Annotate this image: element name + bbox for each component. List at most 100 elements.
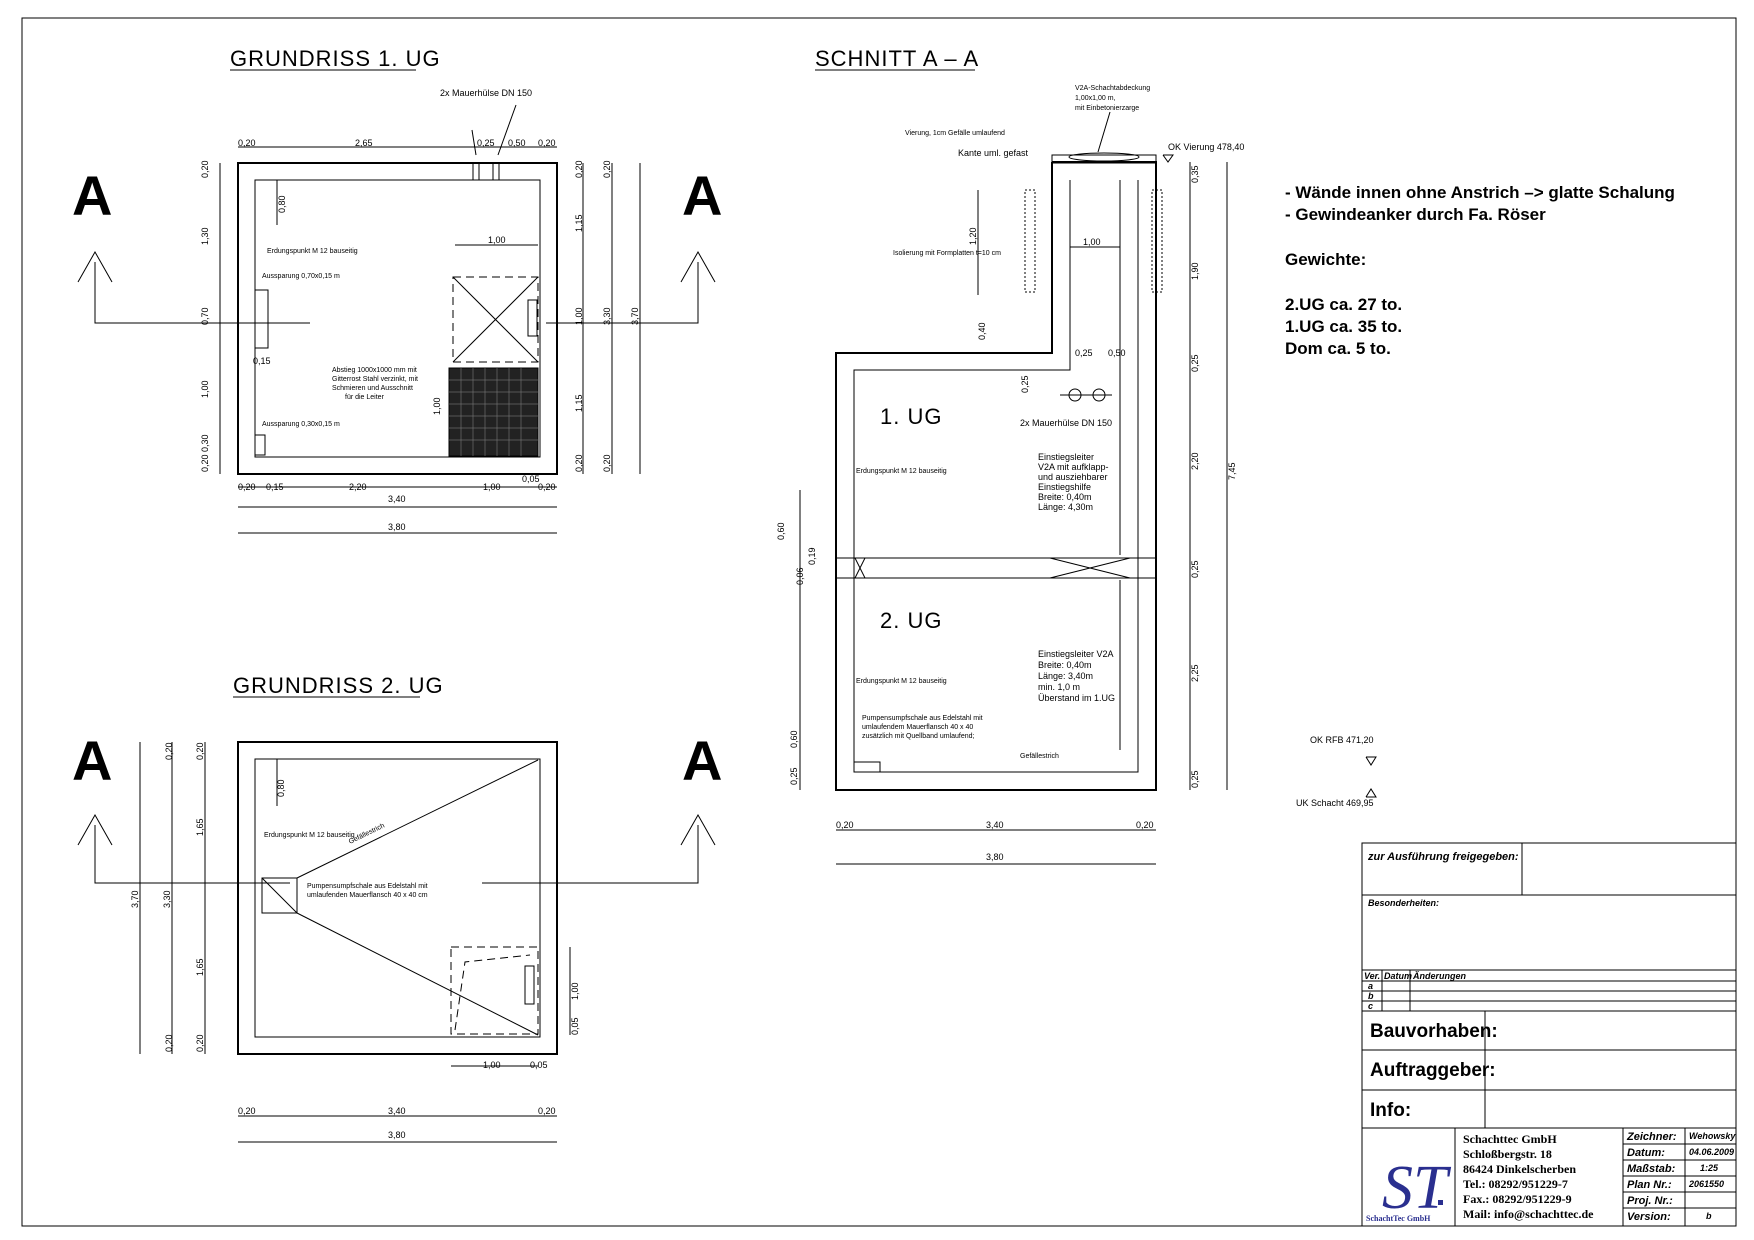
dim: 0,50 (508, 138, 526, 148)
note-line: 1.UG ca. 35 to. (1285, 317, 1402, 336)
note-line: Dom ca. 5 to. (1285, 339, 1391, 358)
einstieg2-text: min. 1,0 m (1038, 682, 1080, 692)
einstieg1-text: Breite: 0,40m (1038, 492, 1092, 502)
g2-pumpensumpf (261, 877, 298, 914)
dim: 2,25 (1190, 664, 1200, 682)
g1-outer-wall (237, 162, 558, 475)
dim: 0,25 (1020, 375, 1030, 393)
aenderungen-col: Änderungen (1412, 971, 1467, 981)
dim: 0,06 (795, 567, 805, 585)
grundriss-2-title: GRUNDRISS 2. UG (233, 673, 444, 698)
dim: 2,20 (349, 482, 367, 492)
section-mark-a: A (682, 729, 722, 792)
einstieg1-text: Länge: 4,30m (1038, 502, 1093, 512)
company-line: Mail: info@schachttec.de (1463, 1207, 1594, 1221)
section-mark-a: A (72, 164, 112, 227)
field-label: Plan Nr.: (1627, 1179, 1672, 1191)
dim: 0,25 (477, 138, 495, 148)
dim: 0,35 (1190, 165, 1200, 183)
dim: 1,00 (483, 482, 501, 492)
vierung-text: Vierung, 1cm Gefälle umlaufend (905, 130, 1005, 137)
dim: 0,20 (1136, 820, 1154, 830)
change-row-b: b (1368, 991, 1374, 1001)
gefaelle-sec: Gefällestrich (1020, 753, 1059, 760)
dim: 0,20 (602, 160, 612, 178)
field-label: Datum: (1627, 1147, 1665, 1159)
logo-caption: SchachtTec GmbH (1366, 1214, 1431, 1223)
field-value: 2061550 (1688, 1179, 1724, 1189)
ver-col: Ver. (1364, 971, 1380, 981)
pumpensumpf2-text-2: umlaufenden Mauerflansch 40 x 40 cm (307, 892, 428, 899)
note-line: 2.UG ca. 27 to. (1285, 295, 1402, 314)
mauerhuelse-label: 2x Mauerhülse DN 150 (440, 88, 532, 98)
dim: 1,20 (968, 227, 978, 245)
dim: 3,40 (388, 1106, 406, 1116)
dim: 1,00 (432, 397, 442, 415)
dim: 0,20 (574, 454, 584, 472)
dim: 0,05 (522, 474, 540, 484)
dim: 0,20 (164, 1034, 174, 1052)
dim: 0,70 (200, 307, 210, 325)
besonderheiten-label: Besonderheiten: (1368, 898, 1439, 908)
grundriss-1-title: GRUNDRISS 1. UG (230, 46, 441, 71)
dim: 0,15 (266, 482, 284, 492)
dim: 1,00 (570, 982, 580, 1000)
dim: 3,70 (130, 890, 140, 908)
ok-vierung: OK Vierung 478,40 (1168, 142, 1244, 152)
note-line: - Wände innen ohne Anstrich –> glatte Sc… (1285, 183, 1675, 202)
dim: 3,30 (162, 890, 172, 908)
pumpensumpf2-text-1: Pumpensumpfschale aus Edelstahl mit (307, 883, 428, 890)
aussparung-bottom: Aussparung 0,30x0,15 m (262, 421, 340, 428)
freigabe-label: zur Ausführung freigegeben: (1367, 851, 1519, 863)
dim: 2,20 (1190, 452, 1200, 470)
company-line: Fax.: 08292/951229-9 (1463, 1192, 1572, 1206)
company-line: Schloßbergstr. 18 (1463, 1147, 1552, 1161)
dim: 1,90 (1190, 262, 1200, 280)
dim: 0,20 (195, 742, 205, 760)
field-value: 1:25 (1700, 1163, 1719, 1173)
sheet-border (21, 17, 1737, 1227)
insulation-left (1024, 189, 1036, 293)
dim: 0,20 (538, 1106, 556, 1116)
dim: 0,40 (977, 322, 987, 340)
dim: 7,45 (1227, 462, 1237, 480)
auftraggeber-label: Auftraggeber: (1370, 1060, 1496, 1081)
dim: 1,00 (483, 1060, 501, 1070)
ug2-label: 2. UG (880, 608, 942, 633)
dim: 1,00 (1083, 237, 1101, 247)
dim: 3,80 (388, 1130, 406, 1140)
dim: 0,20 0,30 (200, 434, 210, 472)
kante-text: Kante uml. gefast (958, 148, 1029, 158)
einstieg2-text: Länge: 3,40m (1038, 671, 1093, 681)
dim: 3,70 (630, 307, 640, 325)
dim: 0,20 (195, 1034, 205, 1052)
einstieg2-text: Breite: 0,40m (1038, 660, 1092, 670)
dim: 1,65 (195, 958, 205, 976)
abstieg-text-1: Abstieg 1000x1000 mm mit (332, 367, 417, 374)
mauerhuelse-sec: 2x Mauerhülse DN 150 (1020, 418, 1112, 428)
schnitt-title: SCHNITT A – A (815, 46, 979, 71)
ug1-label: 1. UG (880, 404, 942, 429)
dim: 0,05 (570, 1017, 580, 1035)
abstieg-text-4: für die Leiter (345, 394, 385, 401)
isolierung-text: Isolierung mit Formplatten t=10 cm (893, 250, 1001, 257)
dim: 0,25 (1190, 354, 1200, 372)
pumpensumpf-sec-text: umlaufendem Mauerflansch 40 x 40 (862, 724, 973, 731)
info-label: Info: (1370, 1100, 1411, 1121)
einstieg1-text: Einstiegshilfe (1038, 482, 1091, 492)
dim: 0,20 (200, 160, 210, 178)
field-value: Wehowsky (1689, 1131, 1736, 1141)
dim: 0,15 (253, 356, 271, 366)
dim: 3,80 (986, 852, 1004, 862)
dim: 0,20 (836, 820, 854, 830)
v2a-text-2: 1,00x1,00 m, (1075, 95, 1116, 102)
dim: 0,19 (807, 547, 817, 565)
v2a-text-3: mit Einbetonierzarge (1075, 105, 1139, 112)
dim: 0,20 (164, 742, 174, 760)
ok-rfb: OK RFB 471,20 (1310, 735, 1374, 745)
g1-abstieg (452, 276, 539, 363)
company-line: Tel.: 08292/951229-7 (1463, 1177, 1568, 1191)
section-inner (853, 180, 1139, 773)
bauvorhaben-label: Bauvorhaben: (1370, 1021, 1498, 1042)
dim: 1,15 (574, 214, 584, 232)
